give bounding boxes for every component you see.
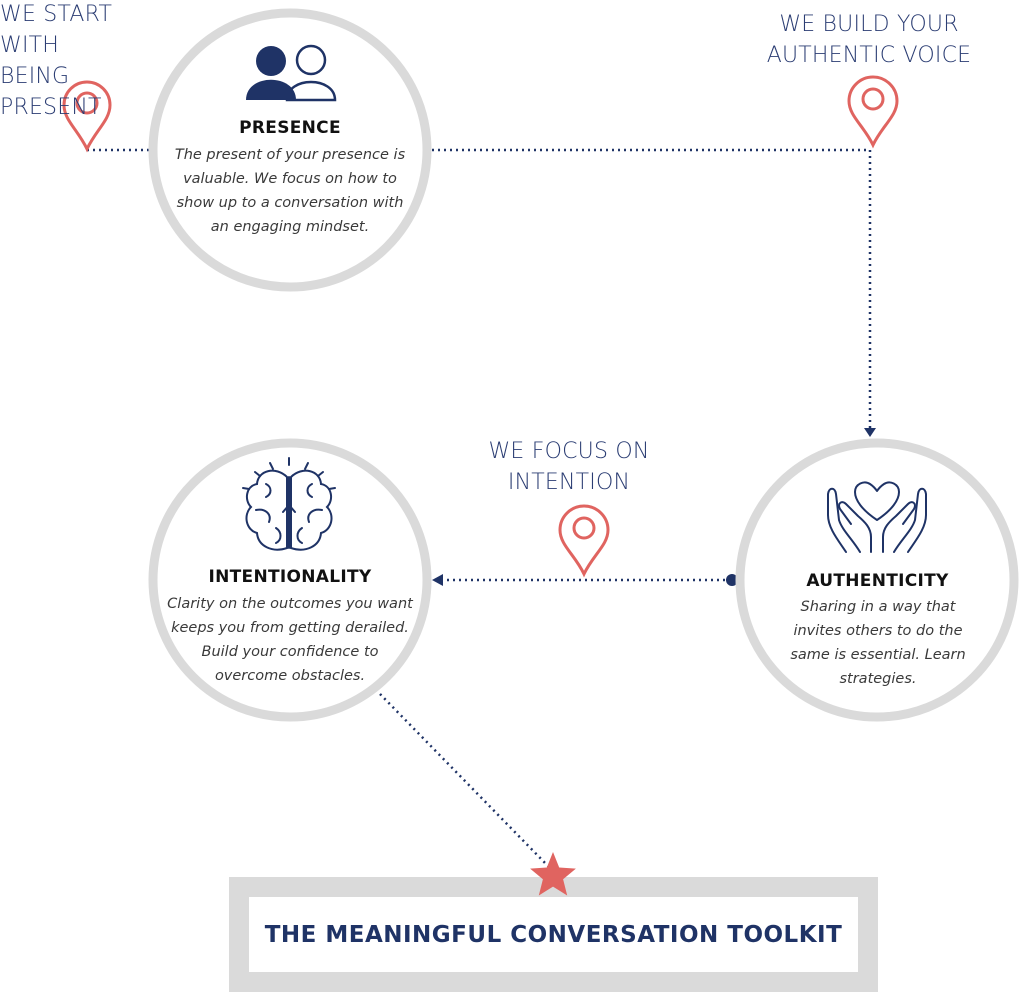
authenticity-circle [735,438,1019,722]
intentionality-desc-line: overcome obstacles. [214,668,366,684]
arrowhead-down [864,428,876,437]
intentionality-description: Clarity on the outcomes you want keeps y… [155,592,425,688]
authenticity-description: Sharing in a way that invites others to … [767,595,989,691]
presence-desc-line: The present of your presence is [174,147,406,163]
authenticity-desc-line: same is essential. Learn [790,647,966,663]
focus-label-line1: WE FOCUS ON [488,439,650,464]
intentionality-title: INTENTIONALITY [208,567,372,587]
build-label: WE BUILD YOUR AUTHENTIC VOICE [760,9,978,71]
location-pin-icon [62,80,112,153]
start-label: WE START WITH BEING PRESENT [0,0,172,123]
start-label-line2: BEING PRESENT [0,64,102,120]
location-pin-icon [558,504,610,578]
brain-icon [242,457,336,551]
presence-description: The present of your presence is valuable… [160,143,420,239]
location-pin-icon [847,75,899,149]
people-icon [246,44,337,102]
connector-intentionality-toolkit [379,693,549,867]
authenticity-title: AUTHENTICITY [806,571,949,591]
intentionality-desc-line: Clarity on the outcomes you want [167,596,413,612]
arrowhead-left [432,574,443,586]
intentionality-desc-line: keeps you from getting derailed. [171,620,409,636]
intentionality-desc-line: Build your confidence to [201,644,379,660]
authenticity-desc-line: Sharing in a way that [800,599,956,615]
build-label-line2: AUTHENTIC VOICE [766,43,972,68]
connector-dot [726,574,738,586]
focus-label: WE FOCUS ON INTENTION [484,436,654,498]
authenticity-desc-line: invites others to do the [793,623,963,639]
intentionality-circle [148,438,432,722]
start-label-line1: WE START WITH [0,2,113,58]
presence-desc-line: valuable. We focus on how to [183,171,397,187]
presence-desc-line: show up to a conversation with [176,195,404,211]
presence-circle [148,8,432,292]
star-icon [530,852,576,896]
authenticity-desc-line: strategies. [839,671,917,687]
focus-label-line2: INTENTION [507,470,631,495]
presence-title: PRESENCE [239,118,341,138]
build-label-line1: WE BUILD YOUR [779,12,959,37]
toolkit-box [229,877,878,992]
hands-heart-icon [827,481,927,553]
presence-desc-line: an engaging mindset. [210,219,370,235]
toolkit-title: THE MEANINGFUL CONVERSATION TOOLKIT [264,922,843,948]
